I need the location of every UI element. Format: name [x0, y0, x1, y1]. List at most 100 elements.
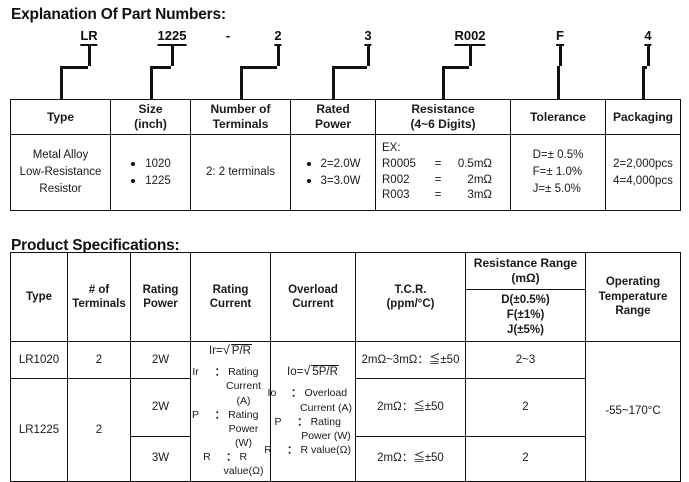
formula-legend-line: Ir ：Rating Current (A): [192, 365, 267, 408]
legend-colon: ：: [287, 444, 298, 457]
header-size: Size(inch): [110, 99, 191, 135]
resistance-code: R003: [382, 189, 410, 202]
resistance-code: R0005: [382, 157, 416, 170]
cell-number-of-terminals: 2: [67, 340, 131, 379]
cell-number-of-terminals: 2: [67, 377, 131, 482]
legend-colon: ：: [297, 415, 308, 428]
cell-rating-current: Ir=P/R Ir：Rating Current (A)P：Rating Pow…: [190, 340, 271, 482]
header-resistance-range: Resistance Range(mΩ) D(±0.5%)F(±1%)J(±5%…: [465, 252, 586, 342]
cell-type: LR1020: [10, 340, 68, 379]
square-root-symbol: P/R: [223, 343, 252, 358]
radicand: P/R: [230, 343, 252, 357]
part-number-segment-label: R002: [454, 28, 486, 46]
resistance-example-row: R002=2mΩ: [382, 173, 492, 189]
type-line: Metal Alloy: [32, 149, 89, 162]
formula-legend-line: Io：Overload Current (A): [267, 386, 352, 414]
cell-resistance-range: 2: [465, 435, 586, 482]
callout-leader-line: [60, 66, 88, 69]
legend-description: Rating Power (W): [228, 408, 259, 450]
part-number-segment-label: 1225: [157, 28, 187, 46]
legend-symbol: Ir: [192, 366, 199, 379]
callout-leader-line: [88, 46, 91, 66]
resistance-example-row: R0005 = 0.5mΩ: [382, 157, 492, 173]
cell-tcr: 2mΩ：≦±50: [355, 435, 466, 482]
header-resistance: Resistance(4~6 Digits): [375, 99, 511, 135]
legend-symbol: R: [203, 451, 211, 464]
header-type: Type: [10, 99, 111, 135]
legend-description: Rating Current (A): [225, 366, 261, 407]
legend-description: R value(Ω): [300, 444, 351, 457]
part-number-segment-label: F: [556, 28, 564, 46]
formula-legend-line: R：R value(Ω): [194, 450, 267, 478]
callout-leader-line: [642, 66, 647, 69]
page-title-part-numbers: Explanation Of Part Numbers:: [11, 6, 226, 23]
page-title-specifications: Product Specifications:: [11, 237, 180, 254]
callout-leader-line: [60, 66, 63, 100]
size-option: 1020: [130, 156, 171, 173]
callout-leader-line: [171, 46, 174, 66]
packaging-option: 2=2,000pcs: [613, 157, 673, 170]
legend-colon: ：: [214, 366, 226, 379]
part-number-segment-label: 2: [274, 28, 282, 46]
formula-legend-line: P：Rating Power (W): [192, 408, 267, 451]
legend-description: Rating Power (W): [301, 415, 351, 442]
cell-resistance-range: 2: [465, 377, 586, 437]
type-line: Resistor: [39, 182, 82, 195]
resistance-value: 0.5mΩ: [457, 157, 492, 170]
cell-operating-temperature: -55~170°C: [585, 340, 681, 482]
table-row: LR1225 2 2W 2mΩ：≦±50 2: [10, 377, 681, 482]
callout-leader-line: [150, 66, 171, 69]
callout-leader-line: [332, 66, 335, 100]
legend-colon: ：: [225, 451, 237, 464]
resistance-example-row: R003=3mΩ: [382, 188, 492, 204]
legend-symbol: Io: [267, 387, 277, 400]
cell-rating-power: 2W: [130, 377, 191, 437]
cell-rating-power: 2W: [130, 340, 191, 379]
header-resistance-range-tolerances: D(±0.5%)F(±1%)J(±5%): [501, 294, 550, 336]
header-tcr: T.C.R.(ppm/°C): [355, 252, 466, 342]
formula-lhs: Ir=: [209, 344, 223, 357]
packaging-option: 4=4,000pcs: [613, 174, 673, 187]
callout-leader-line: [642, 66, 645, 100]
overload-current-formula: Io= 5P/R: [274, 364, 352, 379]
legend-colon: ：: [214, 408, 226, 421]
equals-sign: =: [434, 157, 442, 170]
callout-leader-line: [647, 46, 650, 66]
callout-leader-line: [240, 66, 243, 100]
legend-symbol: R: [264, 444, 272, 457]
legend-colon: ：: [290, 387, 302, 400]
part-number-segment-label: LR: [80, 28, 98, 46]
header-resistance-range-title: Resistance Range(mΩ): [466, 253, 585, 290]
resistance-code: R002: [382, 173, 410, 186]
legend-symbol: P: [274, 415, 282, 428]
table-row: LR1020 2 2W Ir=P/R Ir：Rating Current (A)…: [10, 340, 681, 482]
radicand: 5P/R: [311, 365, 339, 379]
part-number-segment-label: 3: [364, 28, 372, 46]
part-number-segment-label: -: [225, 28, 231, 43]
formula-lhs: Io=: [287, 366, 304, 379]
rated-power-option: 3=3.0W: [306, 173, 360, 190]
size-option: 1225: [130, 173, 171, 190]
square-root-symbol: 5P/R: [303, 364, 339, 379]
callout-leader-line: [442, 66, 469, 69]
cell-resistance-range: 2~3: [465, 340, 586, 379]
formula-legend-line: R ：R value(Ω): [264, 443, 352, 457]
cell-tolerance: D=± 0.5%F=± 1.0%J=± 5.0%: [510, 134, 606, 211]
header-packaging: Packaging: [605, 99, 681, 135]
